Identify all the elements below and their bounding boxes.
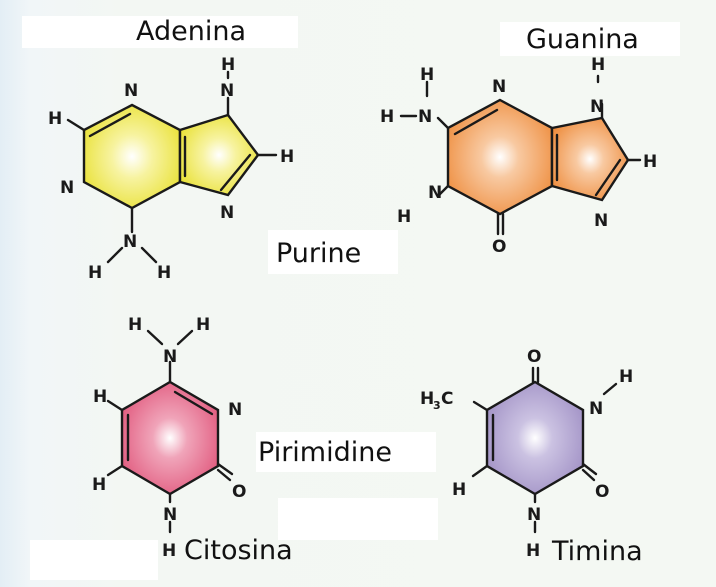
cytosine-title: Citosina: [184, 535, 293, 566]
guanine-molecule: H H N N H N H N N H O: [380, 55, 657, 257]
thymine-h6: H: [452, 480, 466, 500]
guanine-n9: N: [590, 97, 604, 117]
cytosine-h6: H: [92, 475, 106, 495]
cytosine-amino-h1: H: [128, 315, 142, 335]
guanine-amino-h1: H: [420, 65, 434, 85]
guanine-n7: N: [594, 211, 608, 231]
guanine-hexagon-ring: [446, 98, 554, 216]
thymine-oxygen-2: O: [595, 482, 609, 502]
thymine-hexagon-ring: [485, 380, 585, 496]
guanine-h9: H: [591, 55, 605, 75]
purines-label: Purine: [276, 238, 362, 269]
guanine-oxygen: O: [492, 237, 506, 257]
adenine-molecule: N H N N H H H N H N: [48, 55, 294, 283]
thymine-molecule: O H N H 3 C H O N H: [420, 347, 633, 561]
adenine-amino-h2: H: [157, 263, 171, 283]
adenine-n7: N: [220, 203, 234, 223]
cytosine-amino-n: N: [163, 347, 177, 367]
guanine-pentagon-ring: [550, 116, 630, 202]
cytosine-n1: N: [163, 505, 177, 525]
adenine-h8: H: [280, 147, 294, 167]
adenine-title: Adenina: [136, 16, 247, 47]
thymine-n1: N: [527, 505, 541, 525]
adenine-amino-n: N: [123, 232, 137, 252]
thymine-title: Timina: [552, 536, 643, 567]
thymine-methyl-h: H: [420, 389, 434, 409]
guanine-amino-n: N: [418, 107, 432, 127]
cytosine-molecule: H H N H N H O N H: [92, 315, 246, 561]
thymine-n3: N: [589, 399, 603, 419]
label-background: [22, 16, 298, 48]
adenine-n3: N: [60, 178, 74, 198]
adenine-hexagon-ring: [82, 103, 182, 210]
cytosine-amino-h2: H: [196, 315, 210, 335]
pyrimidines-label: Pirimidine: [258, 437, 392, 468]
adenine-amino-h1: H: [88, 263, 102, 283]
thymine-methyl-subscript: 3: [433, 399, 441, 412]
guanine-h8: H: [643, 152, 657, 172]
thymine-h1: H: [526, 541, 540, 561]
label-background: [30, 540, 158, 580]
adenine-h9: H: [221, 55, 235, 75]
guanine-n3: N: [492, 77, 506, 97]
cytosine-h1: H: [162, 541, 176, 561]
guanine-n1: N: [428, 183, 442, 203]
thymine-oxygen-4: O: [527, 347, 541, 367]
guanine-amino-h2: H: [380, 107, 394, 127]
guanine-title: Guanina: [526, 24, 639, 55]
cytosine-n3: N: [228, 400, 242, 420]
label-background: [500, 22, 680, 56]
adenine-n1: N: [124, 81, 138, 101]
adenine-n9: N: [220, 81, 234, 101]
label-background: [256, 432, 436, 472]
adenine-pentagon-ring: [178, 113, 260, 197]
cytosine-h5: H: [93, 387, 107, 407]
thymine-h3: H: [619, 367, 633, 387]
label-background: [268, 230, 398, 274]
cytosine-oxygen: O: [232, 482, 246, 502]
guanine-h1: H: [397, 207, 411, 227]
label-background: [278, 498, 438, 540]
adenine-h2: H: [48, 109, 62, 129]
cytosine-hexagon-ring: [120, 380, 220, 496]
thymine-methyl-c: C: [441, 389, 453, 409]
